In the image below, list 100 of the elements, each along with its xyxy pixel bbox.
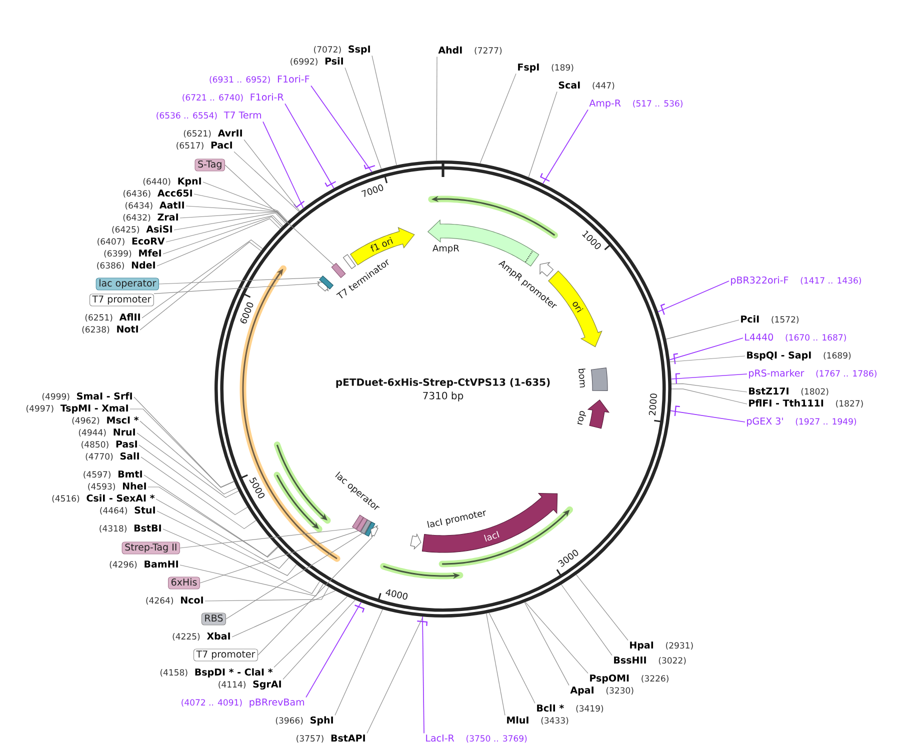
- enzyme-name: FspI: [518, 64, 539, 72]
- plasmid-name: pETDuet-6xHis-Strep-CtVPS13 (1-635): [336, 378, 550, 388]
- enzyme-name: PspOMI: [590, 674, 629, 684]
- site-position: (6425): [112, 226, 140, 234]
- enzyme-name: BssHII: [614, 656, 646, 664]
- primer-position: (1670 .. 1687): [786, 334, 846, 342]
- leader-line: [154, 283, 320, 294]
- leader-line: [202, 182, 288, 222]
- primer-position: (4072 .. 4091): [182, 699, 242, 707]
- site-position: (3419): [576, 705, 604, 713]
- primer-position: (6721 .. 6740): [182, 94, 243, 102]
- leader-line: [666, 320, 740, 340]
- leader-line: [142, 240, 263, 318]
- leader-line: [138, 444, 248, 516]
- enzyme-name: NcoI: [181, 596, 203, 604]
- leader-line: [140, 456, 256, 530]
- site-position: (4296): [110, 561, 137, 569]
- leader-line: [274, 596, 348, 668]
- site-position: (7072): [314, 46, 341, 54]
- enzyme-name: SphI: [310, 716, 333, 726]
- enzyme-name: BstZ17I: [749, 388, 788, 395]
- leader-line: [174, 212, 286, 230]
- promoter-symbol: [370, 525, 378, 538]
- site-position: (4997): [26, 405, 54, 413]
- leader-line: [422, 616, 424, 734]
- site-position: (6407): [98, 238, 124, 246]
- site-position: (4962): [72, 417, 100, 425]
- tick-label: 6000: [240, 302, 254, 324]
- enzyme-name: HpaI: [630, 642, 654, 650]
- leader-line: [148, 486, 278, 558]
- leader-line: [542, 109, 588, 184]
- leader-line: [162, 528, 320, 594]
- leader-line: [486, 613, 506, 716]
- enzyme-name: CsiI - SexAI *: [86, 494, 155, 502]
- feature-badge: T7 promoter: [89, 294, 154, 306]
- site-position: (4516): [52, 495, 80, 503]
- feature-badge: S-Tag: [194, 158, 225, 172]
- leader-line: [186, 206, 288, 223]
- enzyme-name: SmaI - SrfI: [77, 392, 132, 400]
- leader-line: [232, 590, 336, 638]
- site-position: (447): [592, 82, 614, 90]
- enzyme-name: BstAPI: [331, 734, 365, 742]
- site-position: (6992): [290, 58, 318, 66]
- leader-line: [658, 280, 730, 312]
- leader-line: [144, 474, 278, 557]
- primer-position: (6931 .. 6952): [210, 76, 270, 84]
- site-position: (4770): [86, 453, 113, 461]
- leader-line: [194, 194, 288, 222]
- enzyme-name: PsiI: [325, 57, 343, 65]
- feature-badge: Strep-Tag II: [122, 542, 180, 554]
- enzyme-name: MluI: [507, 716, 528, 724]
- leader-line: [344, 67, 382, 170]
- feature-badge: 6xHis: [168, 576, 200, 590]
- leader-line: [224, 164, 334, 266]
- site-position: (4264): [146, 597, 174, 605]
- leader-line: [136, 432, 239, 498]
- enzyme-name: AatII: [159, 202, 184, 209]
- leader-line: [282, 600, 356, 680]
- site-position: (3966): [276, 717, 303, 725]
- leader-line: [234, 151, 300, 212]
- site-position: (3433): [541, 717, 568, 725]
- feature-label: bom: [578, 368, 586, 388]
- leader-line: [525, 602, 588, 674]
- enzyme-name: BspDI * - ClaI *: [195, 668, 273, 678]
- leader-line: [671, 388, 748, 404]
- site-position: (4158): [160, 669, 188, 677]
- leader-line: [200, 530, 358, 584]
- feature-box: [331, 262, 346, 278]
- primer-name: F1ori-F: [278, 75, 310, 83]
- feature-label: rop: [577, 411, 586, 425]
- primer-position: (517 .. 536): [633, 100, 682, 108]
- feature-badge: lac operator: [96, 278, 159, 290]
- enzyme-name: BclI *: [537, 704, 564, 712]
- leader-line: [310, 85, 372, 172]
- leader-line: [334, 609, 383, 716]
- site-position: (6386): [97, 262, 124, 270]
- primer-name: pRS-marker: [749, 369, 804, 378]
- leader-line: [140, 242, 262, 330]
- tick-label: 2000: [648, 394, 657, 416]
- leader-line: [436, 56, 438, 161]
- primer-name: pBR322ori-F: [731, 276, 788, 286]
- site-position: (6432): [123, 214, 150, 222]
- enzyme-name: MscI *: [107, 416, 139, 424]
- tick-label: 5000: [249, 477, 265, 498]
- enzyme-name: PciI: [741, 315, 759, 323]
- primer-name: T7 Term: [224, 112, 261, 119]
- site-position: (4225): [172, 633, 200, 641]
- site-position: (6517): [176, 142, 204, 150]
- leader-line: [670, 410, 746, 422]
- site-position: (6434): [126, 202, 152, 210]
- enzyme-name: AflII: [119, 313, 140, 320]
- tick-label: 7000: [361, 184, 384, 198]
- feature-label: AmpR: [432, 244, 460, 254]
- enzyme-name: AhdI: [438, 46, 462, 54]
- enzyme-name: NdeI: [132, 261, 155, 269]
- site-position: (1572): [772, 316, 799, 324]
- leader-line: [156, 510, 297, 576]
- leader-line: [480, 73, 516, 164]
- primer-name: LacI-R: [426, 734, 454, 742]
- leader-line: [284, 103, 334, 189]
